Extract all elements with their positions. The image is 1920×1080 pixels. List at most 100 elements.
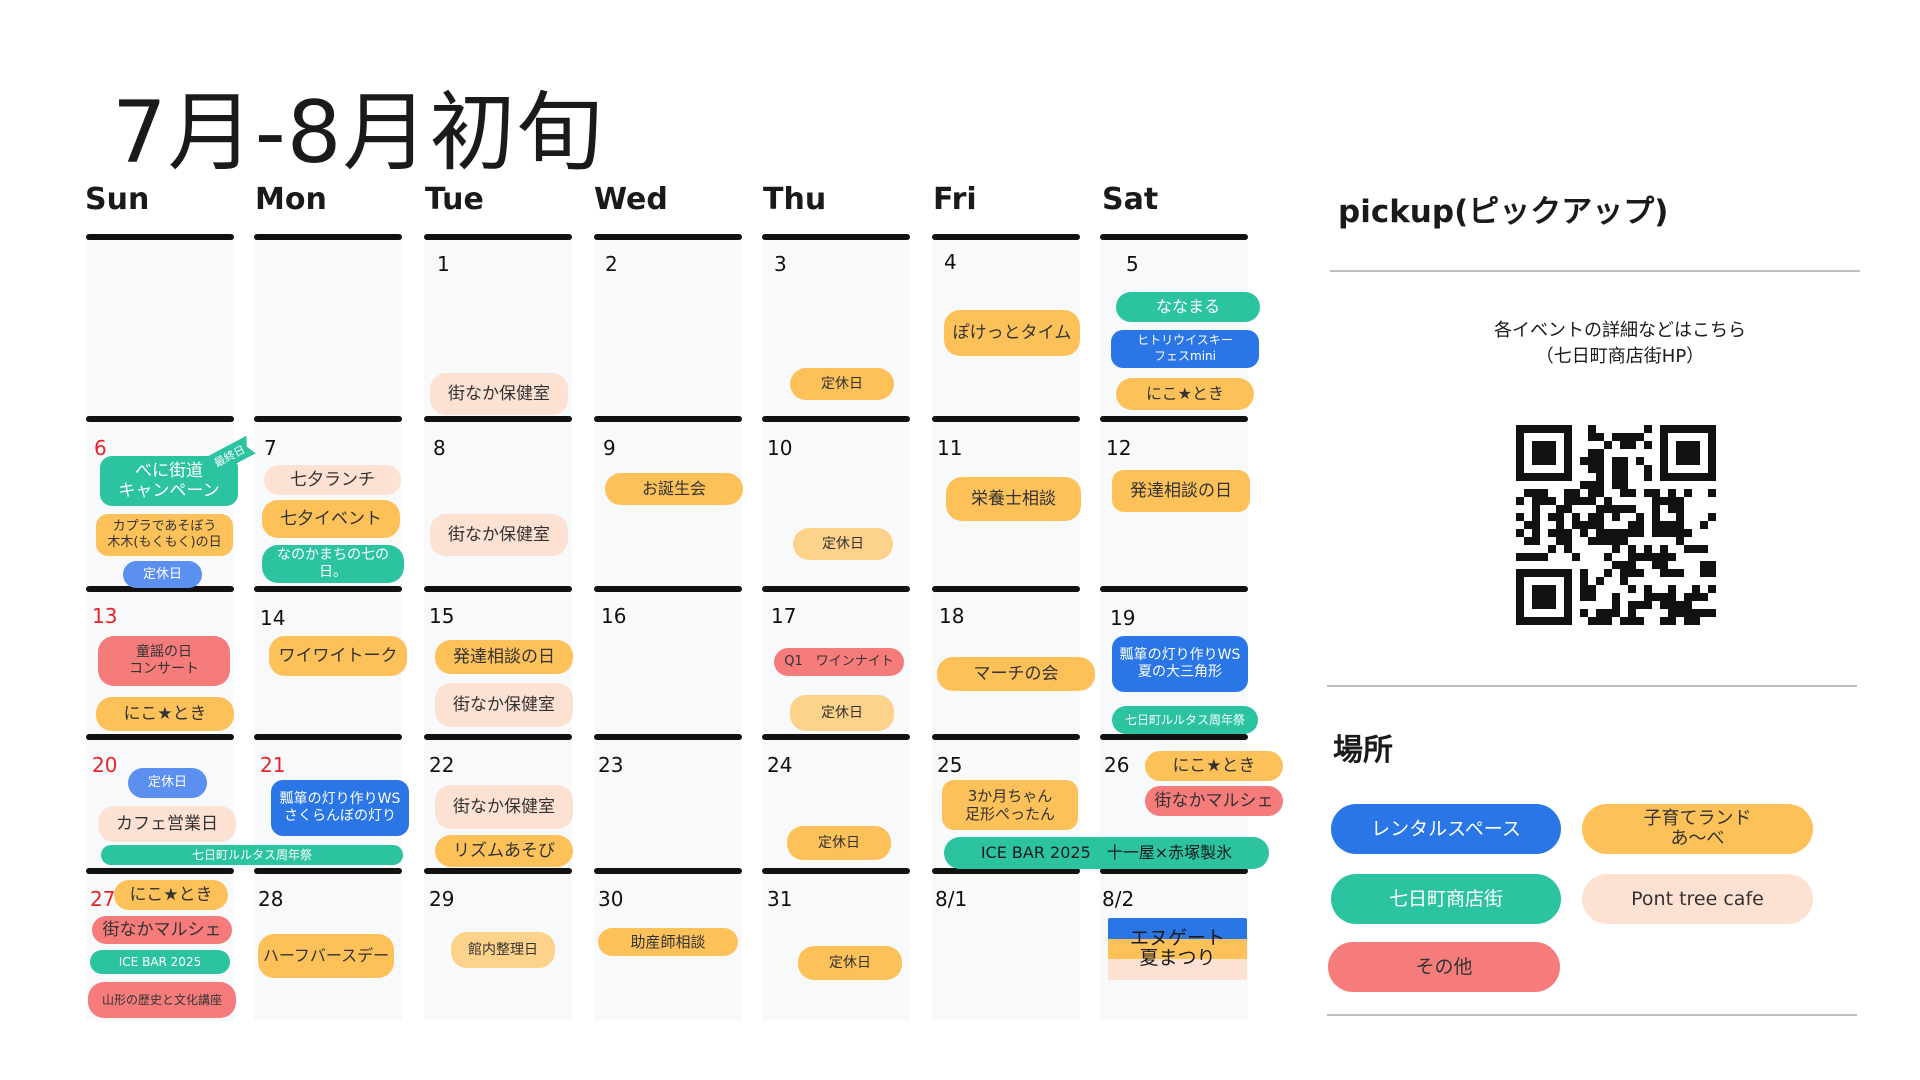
event-sun13-a[interactable]: 童謡の日 コンサート (98, 636, 230, 686)
event-sat82[interactable]: エヌゲート 夏まつり (1108, 918, 1247, 980)
event-thu24[interactable]: 定休日 (787, 826, 891, 860)
calendar-row-line (762, 868, 910, 874)
event-sun27-d[interactable]: 山形の歴史と文化講座 (88, 982, 236, 1018)
event-sun27-a[interactable]: にこ★とき (114, 880, 228, 910)
event-tue22-b[interactable]: リズムあそび (435, 835, 573, 867)
qr-code[interactable] (1516, 425, 1716, 625)
date-17: 17 (771, 604, 797, 628)
calendar-row-line (762, 586, 910, 592)
event-mon21[interactable]: 瓢箪の灯り作りWS さくらんぼの灯り (271, 780, 409, 836)
event-tue22-a[interactable]: 街なか保健室 (435, 785, 573, 829)
event-mon28[interactable]: ハーフバースデー (258, 934, 394, 978)
date-3: 3 (774, 252, 787, 276)
calendar-cell (424, 420, 572, 586)
date-8-2: 8/2 (1102, 887, 1135, 911)
calendar-row-line (932, 868, 1080, 874)
date-1: 1 (437, 252, 450, 276)
legend-rental-space: レンタルスペース (1331, 804, 1561, 854)
date-18: 18 (939, 604, 965, 628)
event-mon7-a[interactable]: 七夕ランチ (264, 465, 401, 495)
event-mon14[interactable]: ワイワイトーク (269, 636, 407, 676)
date-16: 16 (601, 604, 627, 628)
calendar-cell (594, 590, 742, 734)
calendar-row-line (932, 234, 1080, 240)
date-30: 30 (598, 887, 624, 911)
calendar-row-line (594, 586, 742, 592)
day-header-sun: Sun (85, 182, 150, 217)
calendar-row-line (932, 734, 1080, 740)
event-sun6-b[interactable]: カプラであそぼう 木木(もくもく)の日 (96, 514, 233, 556)
event-thu10[interactable]: 定休日 (793, 528, 893, 560)
day-header-fri: Fri (933, 182, 977, 217)
calendar-row-line (1100, 868, 1248, 874)
event-thu31[interactable]: 定休日 (798, 946, 902, 980)
event-sat82-label: エヌゲート 夏まつり (1129, 927, 1225, 969)
calendar-row-line (254, 586, 402, 592)
event-week25-span[interactable]: ICE BAR 2025 十一屋×赤塚製氷 (944, 837, 1269, 869)
event-sun20[interactable]: 定休日 (128, 768, 207, 798)
event-sun20-b[interactable]: カフェ営業日 (98, 806, 236, 842)
date-28: 28 (258, 887, 284, 911)
event-sat19-b[interactable]: 七日町ルルタス周年祭 (1112, 706, 1258, 734)
calendar-row-line (594, 234, 742, 240)
calendar-cell (594, 738, 742, 868)
calendar-row-line (254, 734, 402, 740)
date-2: 2 (605, 252, 618, 276)
date-21: 21 (260, 753, 286, 777)
event-sun6-c[interactable]: 定休日 (123, 561, 202, 588)
event-tue29[interactable]: 館内整理日 (451, 932, 555, 968)
event-sun13-b[interactable]: にこ★とき (96, 697, 234, 731)
calendar-row-line (424, 868, 572, 874)
event-thu17-b[interactable]: 定休日 (790, 695, 894, 731)
date-19: 19 (1110, 606, 1136, 630)
date-22: 22 (429, 753, 455, 777)
event-sat12[interactable]: 発達相談の日 (1112, 470, 1250, 512)
qr-note: 各イベントの詳細などはこちら （七日町商店街HP） (1494, 320, 1746, 368)
day-header-sat: Sat (1102, 182, 1159, 217)
date-13: 13 (92, 604, 118, 628)
calendar-row-line (254, 868, 402, 874)
place-title: 場所 (1333, 733, 1393, 768)
calendar-row-line (424, 234, 572, 240)
date-7: 7 (264, 436, 277, 460)
event-week20-span[interactable]: 七日町ルルタス周年祭 (101, 845, 403, 865)
event-sat5-a[interactable]: ななまる (1116, 292, 1260, 322)
day-header-mon: Mon (255, 182, 327, 217)
event-fri25[interactable]: 3か月ちゃん 足形ぺったん (942, 780, 1078, 830)
event-thu3[interactable]: 定休日 (790, 368, 894, 400)
event-sat5-b[interactable]: ヒトリウイスキー フェスmini (1111, 330, 1259, 368)
calendar-row-line (86, 416, 234, 422)
event-sat26-b[interactable]: 街なかマルシェ (1145, 786, 1283, 816)
date-8: 8 (433, 436, 446, 460)
calendar-row-line (86, 734, 234, 740)
date-6: 6 (94, 436, 107, 460)
date-20: 20 (92, 753, 118, 777)
calendar-row-line (424, 586, 572, 592)
event-tue8[interactable]: 街なか保健室 (430, 514, 568, 556)
event-sat5-c[interactable]: にこ★とき (1116, 378, 1254, 410)
event-sat19-a[interactable]: 瓢箪の灯り作りWS 夏の大三角形 (1112, 636, 1248, 692)
calendar-row-line (424, 416, 572, 422)
event-mon7-b[interactable]: 七夕イベント (262, 500, 400, 538)
event-wed9[interactable]: お誕生会 (605, 473, 743, 505)
event-sun27-c[interactable]: ICE BAR 2025 (90, 950, 230, 974)
pickup-title: pickup(ピックアップ) (1338, 194, 1669, 230)
date-23: 23 (598, 753, 624, 777)
event-fri18[interactable]: マーチの会 (937, 657, 1095, 691)
event-sun27-b[interactable]: 街なかマルシェ (92, 916, 232, 944)
calendar-row-line (86, 868, 234, 874)
event-tue15-a[interactable]: 発達相談の日 (435, 640, 573, 674)
event-fri11[interactable]: 栄養士相談 (946, 477, 1081, 521)
event-tue1[interactable]: 街なか保健室 (430, 373, 568, 415)
calendar-row-line (594, 416, 742, 422)
event-fri4[interactable]: ぽけっとタイム (944, 310, 1080, 356)
event-wed30[interactable]: 助産師相談 (598, 928, 738, 956)
calendar-row-line (762, 234, 910, 240)
date-14: 14 (260, 606, 286, 630)
event-tue15-b[interactable]: 街なか保健室 (435, 683, 573, 727)
date-31: 31 (767, 887, 793, 911)
event-mon7-c[interactable]: なのかまちの七の日。 (262, 545, 404, 583)
calendar-row-line (932, 586, 1080, 592)
event-thu17-a[interactable]: Q1 ワインナイト (774, 648, 904, 676)
event-sat26-a[interactable]: にこ★とき (1145, 751, 1283, 781)
